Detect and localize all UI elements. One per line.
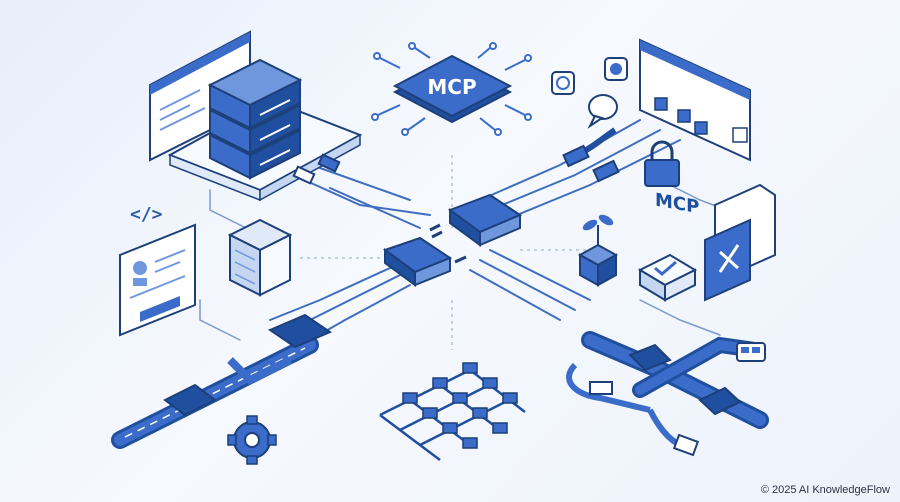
usb-cable-icon	[647, 408, 700, 457]
browser-window-icon	[149, 30, 251, 162]
network-grid-icon	[379, 362, 526, 461]
guide-lines	[300, 155, 600, 350]
github-icon	[604, 57, 628, 81]
mcp-chip-label: MCP	[427, 75, 476, 99]
server-rack-icon	[207, 58, 303, 180]
mcp-chip-icon: MCP	[371, 42, 532, 136]
chat-bubble-icon	[587, 94, 618, 129]
code-icon: </>	[130, 204, 163, 225]
database-icon	[227, 218, 293, 297]
center-connectors	[292, 144, 620, 287]
lock-icon	[644, 140, 680, 187]
openai-icon	[551, 71, 575, 95]
profile-card-icon	[119, 223, 196, 337]
bus-icon	[736, 342, 766, 362]
server-panel-group	[149, 30, 363, 202]
mcp-window-label: MCP	[655, 190, 699, 219]
gear-icon	[227, 415, 277, 465]
connector-plug-icon	[429, 193, 523, 247]
checkmark-icon	[637, 253, 698, 302]
connector-plug-icon	[382, 236, 467, 287]
sprout-icon	[577, 214, 619, 287]
pipeline-icon	[566, 331, 769, 429]
copyright-text: © 2025 AI KnowledgeFlow	[760, 484, 890, 496]
mcp-window-group: MCP	[551, 38, 751, 219]
vscode-icon	[704, 183, 776, 302]
code-badge-label: </>	[130, 204, 163, 225]
pipeline-icon	[111, 313, 333, 449]
